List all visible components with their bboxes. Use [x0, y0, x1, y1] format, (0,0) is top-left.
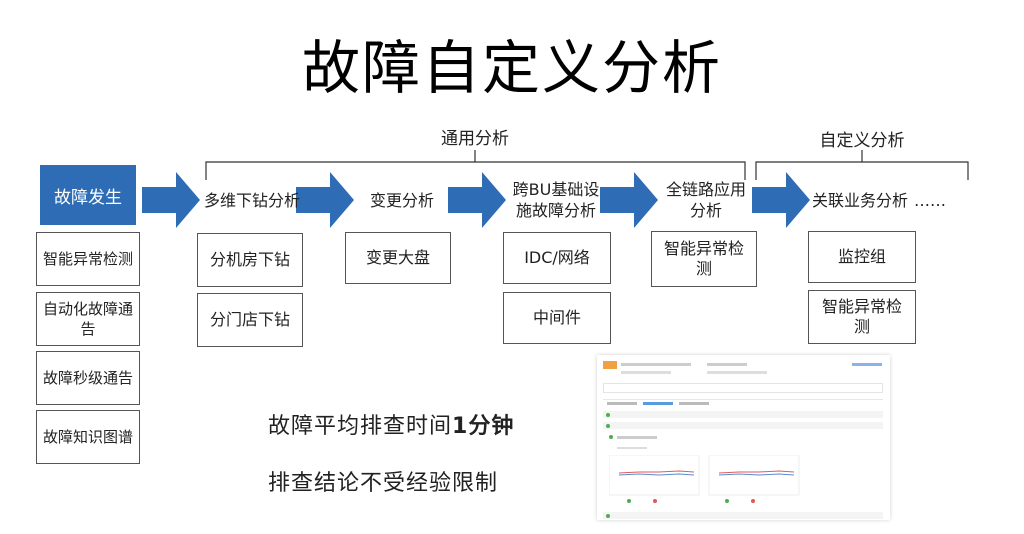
group-label-general: 通用分析 [441, 129, 509, 149]
thumb-tab-active [643, 402, 673, 405]
stat-avg-time-label: 故障平均排查时间 [268, 414, 453, 439]
item-store-drilldown: 分门店下钻 [197, 293, 303, 347]
step-label-related-business: 关联业务分析 [812, 190, 909, 210]
thumb-line [707, 371, 767, 374]
item-middleware: 中间件 [503, 292, 611, 344]
item-idc-network: IDC/网络 [503, 232, 611, 284]
arrow-1 [142, 172, 200, 228]
thumb-tag [603, 361, 617, 369]
stat-avg-time: 故障平均排查时间1分钟 [268, 408, 588, 440]
start-node: 故障发生 [40, 165, 136, 225]
start-item-knowledge-graph: 故障知识图谱 [36, 410, 140, 464]
item-monitor-group: 监控组 [808, 231, 916, 283]
thumb-dot [606, 424, 610, 428]
start-item-auto-alert: 自动化故障通告 [36, 292, 140, 346]
start-item-second-alert: 故障秒级通告 [36, 351, 140, 405]
thumb-section [603, 422, 883, 429]
thumb-line [621, 371, 671, 374]
thumb-tab [679, 402, 709, 405]
thumb-dot [609, 435, 613, 439]
thumb-line [617, 447, 647, 449]
thumb-line [617, 436, 657, 439]
thumb-line [852, 363, 882, 366]
thumb-filter-bar [603, 383, 883, 393]
step-label-fulllink: 全链路应用分析 [665, 180, 746, 220]
arrow-5 [752, 172, 810, 228]
step-label-change: 变更分析 [369, 190, 434, 210]
thumb-charts [609, 455, 800, 503]
group-label-custom: 自定义分析 [819, 131, 905, 151]
ellipsis-more: …… [914, 190, 946, 210]
item-related-anomaly: 智能异常检测 [808, 290, 916, 344]
arrow-2 [296, 172, 354, 228]
item-fulllink-anomaly: 智能异常检测 [651, 231, 757, 287]
step-label-drilldown: 多维下钻分析 [204, 190, 301, 210]
item-datacenter-drilldown: 分机房下钻 [197, 233, 303, 287]
thumb-tab [607, 402, 637, 405]
thumb-dot [606, 514, 610, 518]
start-item-anomaly-detection: 智能异常检测 [36, 232, 140, 286]
thumb-line [621, 363, 691, 366]
thumb-line [707, 363, 747, 366]
arrow-3 [448, 172, 506, 228]
thumb-dot [606, 413, 610, 417]
arrow-4 [600, 172, 658, 228]
stat-experience-free: 排查结论不受经验限制 [268, 471, 499, 496]
dashboard-thumbnail [597, 355, 890, 520]
item-change-dashboard: 变更大盘 [345, 232, 451, 284]
thumb-section [603, 411, 883, 418]
page-title: 故障自定义分析 [301, 34, 722, 102]
step-label-infrastructure: 跨BU基础设施故障分析 [512, 180, 600, 220]
thumb-section [603, 512, 883, 519]
thumb-divider [603, 399, 883, 400]
stat-avg-time-value: 1分钟 [452, 414, 515, 439]
